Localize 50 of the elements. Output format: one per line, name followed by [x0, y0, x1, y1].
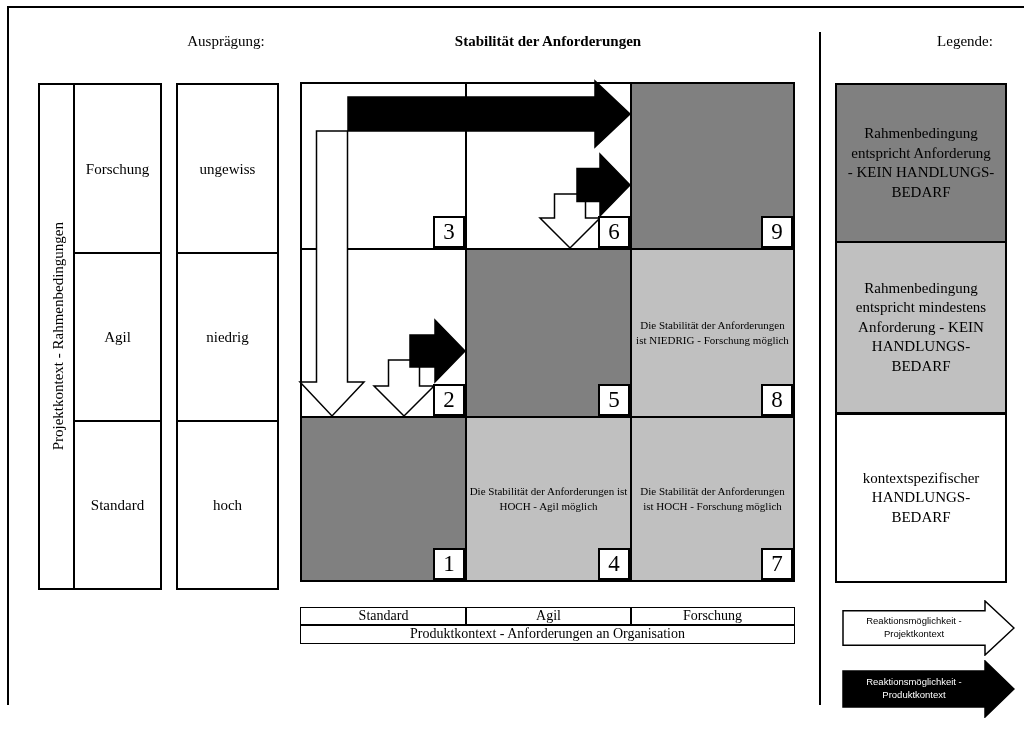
block-arrow [372, 359, 436, 418]
cell-label: Agil [104, 328, 131, 346]
axis-title: Projektkontext - Rahmenbedingungen [48, 222, 67, 451]
table-cell [176, 420, 279, 590]
cell-number: 2 [433, 384, 465, 416]
table-cell [300, 607, 467, 626]
cell-text: Die Stabilität der Anforderungen ist NIEDRIG - Forschung möglich [635, 318, 790, 348]
matrix-cell [465, 248, 632, 418]
cell-label: Agil [536, 608, 561, 625]
matrix-cell [465, 416, 632, 582]
legend-entry: Rahmenbedingung entspricht mindestens Anforderung - KEIN HANDLUNGS-BEDARF [835, 241, 1007, 414]
table-cell [630, 607, 795, 626]
cell-label: Standard [358, 608, 409, 625]
legend-entry: Rahmenbedingung entspricht Anforderung - KEIN HANDLUNGS-BEDARF [835, 83, 1007, 243]
matrix-cell [300, 416, 467, 582]
cell-number: 7 [761, 548, 793, 580]
context-panel [38, 83, 162, 590]
matrix-cell [630, 82, 795, 250]
cell-number: 1 [433, 548, 465, 580]
cell-number: 6 [598, 216, 630, 248]
matrix-cell [630, 248, 795, 418]
block-arrow [298, 130, 366, 418]
block-arrow [576, 152, 632, 218]
cell-text: Die Stabilität der Anforderungen ist HOCH - Forschung möglich [639, 484, 786, 514]
block-arrow [409, 318, 467, 384]
cell-label: ungewiss [199, 159, 256, 178]
table-cell [176, 252, 279, 422]
matrix-title: Stabilität der Anforderungen [454, 33, 642, 50]
matrix-cell [630, 416, 795, 582]
legend-label: Reaktionsmöglichkeit - Produktkontext [865, 675, 963, 702]
cell-label: niedrig [206, 328, 249, 346]
heading-label: Legende: [937, 33, 993, 50]
cell-number: 3 [433, 216, 465, 248]
legend-entry: kontextspezifischer HANDLUNGS-BEDARF [835, 413, 1007, 583]
cell-number: 5 [598, 384, 630, 416]
table-cell [300, 624, 795, 644]
table-cell [176, 83, 279, 254]
cell-label: Forschung [85, 159, 150, 178]
cell-label: Standard [90, 496, 145, 514]
cell-label: Produktkontext - Anforderungen an Organisation [410, 625, 685, 643]
cell-number: 8 [761, 384, 793, 416]
block-arrow [347, 79, 632, 149]
table-cell [465, 607, 632, 626]
cell-label: Forschung [682, 608, 743, 625]
heading-label: Ausprägung: [187, 33, 265, 50]
legend-label: Reaktionsmöglichkeit - Projektkontext [865, 614, 963, 641]
cell-label: hoch [212, 496, 243, 514]
cell-text: Die Stabilität der Anforderungen ist HOCH - Agil möglich [468, 484, 629, 514]
cell-number: 9 [761, 216, 793, 248]
cell-number: 4 [598, 548, 630, 580]
